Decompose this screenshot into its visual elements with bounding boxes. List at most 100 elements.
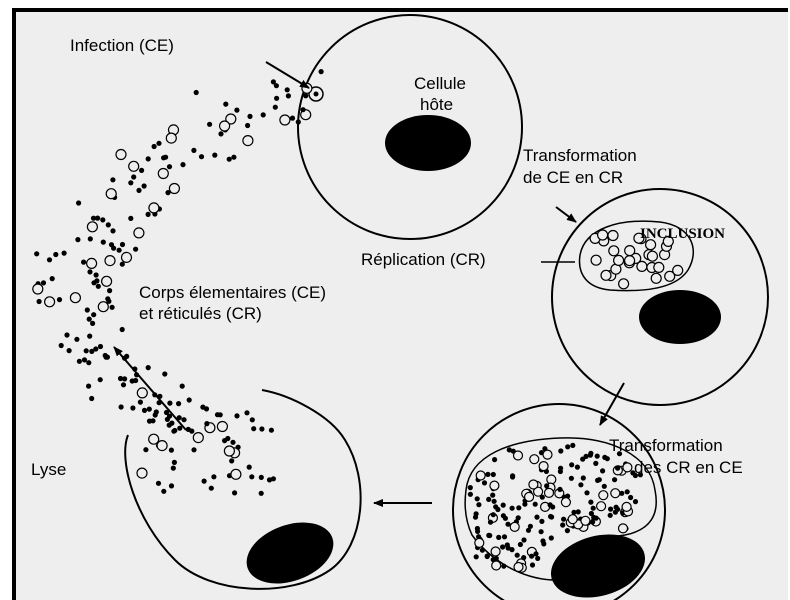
elementary-body-dot	[570, 443, 575, 448]
elementary-body-dot	[67, 348, 72, 353]
elementary-body-dot	[94, 278, 99, 283]
elementary-body-dot	[584, 490, 589, 495]
host-cell	[298, 15, 522, 239]
elementary-body-dot	[558, 448, 563, 453]
elementary-body-dot	[59, 343, 64, 348]
reticulate-body-ring	[581, 516, 590, 525]
elementary-body-dot	[91, 312, 96, 317]
mature-nucleus	[544, 525, 652, 600]
elementary-body-dot	[534, 515, 539, 520]
elementary-body-dot	[147, 419, 152, 424]
elementary-body-dot	[143, 447, 148, 452]
elementary-body-dot	[529, 554, 534, 559]
elementary-body-dot	[296, 119, 301, 124]
elementary-body-dot	[161, 489, 166, 494]
elementary-body-dot	[575, 465, 580, 470]
elementary-body-dot	[169, 448, 174, 453]
elementary-body-dot	[89, 396, 94, 401]
reticulate-body-ring	[169, 184, 179, 194]
reticulate-body-ring	[651, 273, 661, 283]
elementary-body-dot	[633, 499, 638, 504]
elementary-body-dot	[172, 428, 177, 433]
elementary-body-dot	[229, 458, 234, 463]
elementary-body-dot	[156, 481, 161, 486]
elementary-body-dot	[218, 131, 223, 136]
elementary-body-dot	[167, 164, 172, 169]
elementary-body-dot	[77, 359, 82, 364]
elementary-body-dot	[521, 555, 526, 560]
elementary-body-dot	[180, 162, 185, 167]
elementary-body-dot	[488, 520, 493, 525]
elementary-body-dot	[236, 445, 241, 450]
elementary-body-dot	[128, 216, 133, 221]
elementary-body-dot	[163, 155, 168, 160]
elementary-body-dot	[86, 384, 91, 389]
elementary-body-dot	[119, 404, 124, 409]
elementary-body-dot	[142, 408, 147, 413]
reticulate-body-ring	[545, 488, 554, 497]
reticulate-body-ring	[510, 522, 519, 531]
elementary-body-dot	[625, 489, 630, 494]
reticulate-body-ring	[514, 451, 523, 460]
elementary-body-dot	[101, 240, 106, 245]
elementary-body-dot	[142, 183, 147, 188]
elementary-body-dot	[494, 556, 499, 561]
elementary-body-dot	[475, 526, 480, 531]
reticulate-body-ring	[231, 469, 241, 479]
elementary-body-dot	[110, 177, 115, 182]
elementary-body-dot	[87, 317, 92, 322]
label-transform2-line1: Transformation	[609, 436, 723, 456]
elementary-body-dot	[549, 535, 554, 540]
elementary-body-dot	[130, 405, 135, 410]
reticulate-body-ring	[614, 255, 624, 265]
elementary-body-dot	[146, 156, 151, 161]
elementary-body-dot	[109, 242, 114, 247]
elementary-body-dot	[191, 447, 196, 452]
reticulate-body-ring	[33, 284, 43, 294]
elementary-body-dot	[476, 502, 481, 507]
elementary-body-dot	[117, 248, 122, 253]
mature-inclusion-cell	[453, 404, 665, 600]
elementary-body-dot	[121, 382, 126, 387]
elementary-body-dot	[223, 102, 228, 107]
elementary-body-dot	[75, 237, 80, 242]
elementary-body-dot	[490, 493, 495, 498]
elementary-body-dot	[569, 476, 574, 481]
reticulate-body-ring	[149, 434, 159, 444]
elementary-body-dot	[154, 409, 159, 414]
reticulate-body-ring	[116, 150, 126, 160]
elementary-body-dot	[491, 472, 496, 477]
elementary-body-dot	[209, 486, 214, 491]
elementary-body-dot	[510, 473, 515, 478]
elementary-body-dot	[285, 87, 290, 92]
elementary-body-dot	[486, 497, 491, 502]
elementary-body-dot	[82, 357, 87, 362]
elementary-body-dot	[286, 93, 291, 98]
label-infection: Infection (CE)	[70, 36, 174, 56]
elementary-body-dot	[122, 376, 127, 381]
elementary-body-dot	[505, 542, 510, 547]
elementary-body-dot	[473, 515, 478, 520]
reticulate-body-ring	[134, 228, 144, 238]
elementary-body-dot	[147, 407, 152, 412]
reticulate-body-ring	[490, 481, 499, 490]
elementary-body-dot	[191, 148, 196, 153]
reticulate-body-ring	[220, 121, 230, 131]
lysed-nucleus	[238, 511, 342, 594]
elementary-body-dot	[106, 222, 111, 227]
elementary-body-dot	[176, 401, 181, 406]
elementary-body-dot	[502, 534, 507, 539]
elementary-body-dot	[274, 96, 279, 101]
elementary-body-dot	[571, 510, 576, 515]
elementary-body-dot	[84, 348, 89, 353]
elementary-body-dot	[500, 544, 505, 549]
elementary-body-dot	[590, 519, 595, 524]
elementary-body-dot	[565, 528, 570, 533]
reticulate-body-ring	[243, 136, 253, 146]
reticulate-body-ring	[87, 222, 97, 232]
reticulate-body-ring	[476, 471, 485, 480]
reticulate-body-ring	[514, 563, 523, 572]
elementary-body-dot	[211, 474, 216, 479]
label-host-cell-line2: hôte	[420, 95, 453, 115]
